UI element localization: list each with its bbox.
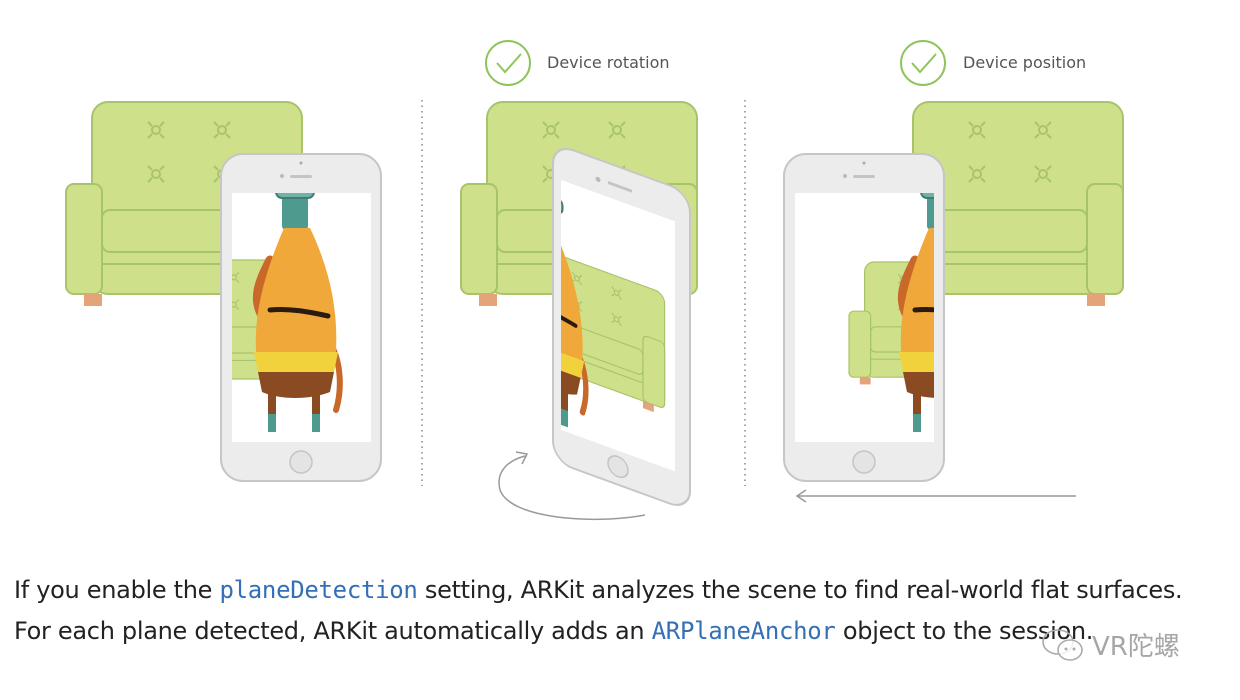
body-paragraph: If you enable the planeDetection setting… bbox=[14, 570, 1214, 652]
panel-device-rotation bbox=[460, 40, 698, 521]
plane-detection-link[interactable]: planeDetection bbox=[219, 576, 418, 604]
arplaneanchor-link[interactable]: ARPlaneAnchor bbox=[651, 617, 836, 645]
panel-device-position bbox=[783, 40, 1124, 503]
panel-plane-detection bbox=[65, 101, 382, 482]
checkmark-circle-icon bbox=[485, 40, 531, 86]
watermark-text: VR陀螺 bbox=[1092, 632, 1180, 662]
arkit-illustration bbox=[65, 40, 1124, 521]
text: If you enable the bbox=[14, 576, 220, 604]
checkmark-circle-icon bbox=[900, 40, 946, 86]
text: setting, ARKit analyzes the scene to fin… bbox=[14, 576, 1183, 645]
rotation-arrow bbox=[498, 455, 646, 521]
phone bbox=[220, 153, 382, 482]
watermark: VR陀螺 bbox=[1040, 626, 1180, 663]
caption-device-position: Device position bbox=[963, 53, 1087, 72]
wechat-icon bbox=[1042, 628, 1083, 661]
rotated-phone bbox=[552, 147, 691, 506]
caption-device-rotation: Device rotation bbox=[547, 53, 670, 72]
phone bbox=[783, 153, 945, 482]
